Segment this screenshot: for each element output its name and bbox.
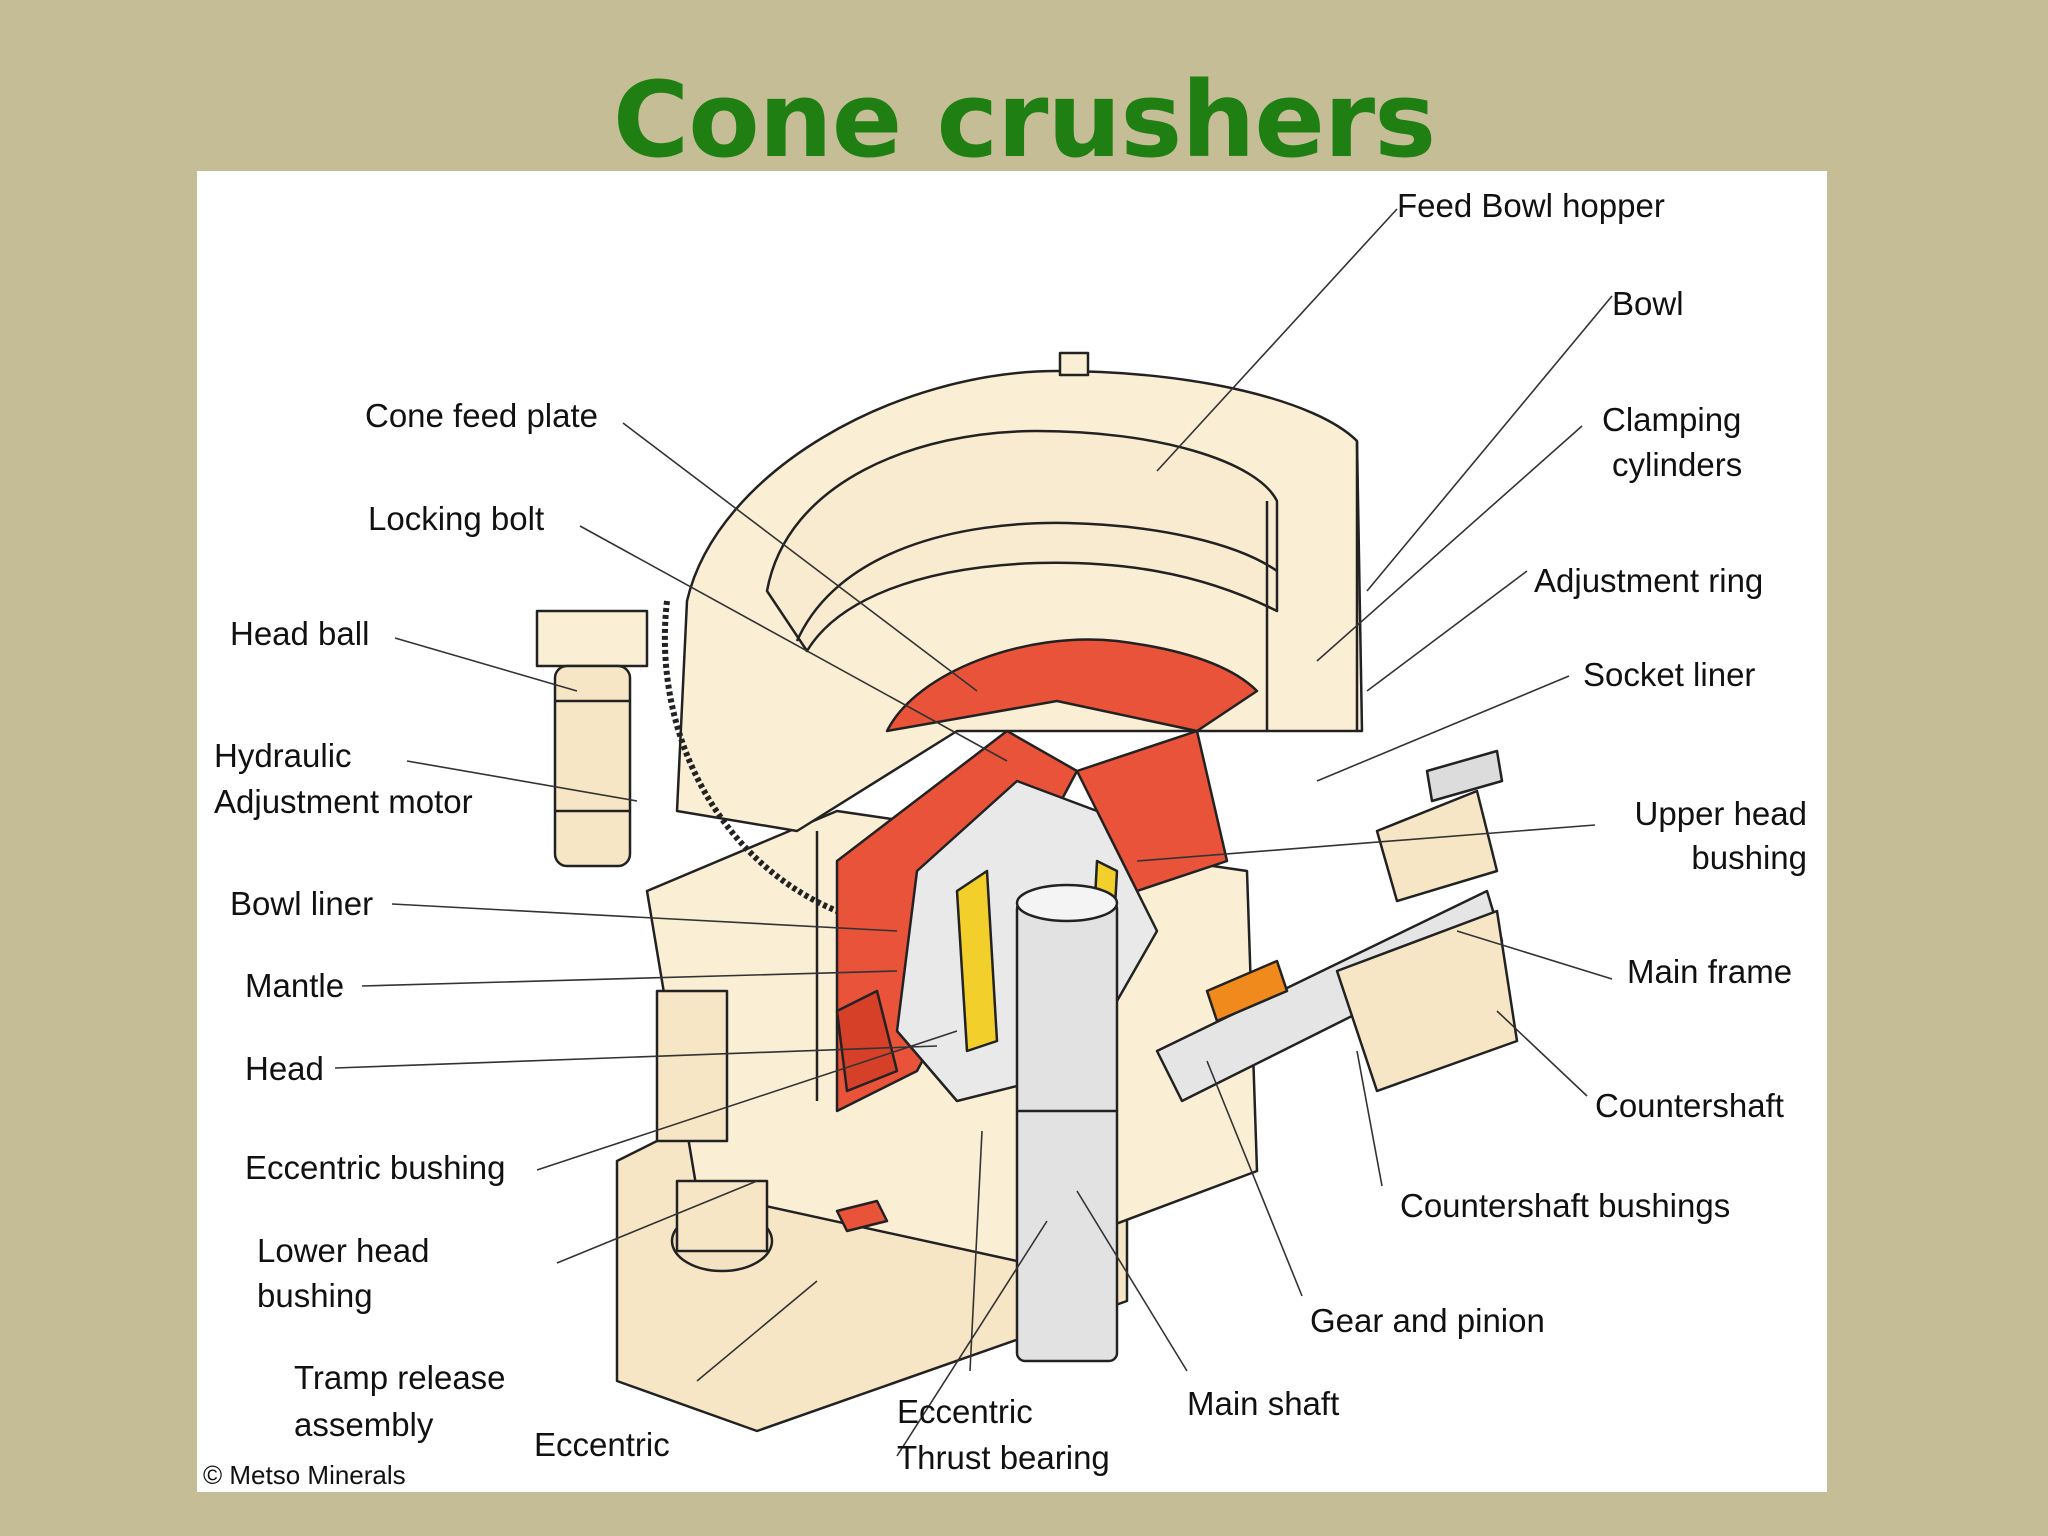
label-eccentric-thrust-bearing-line1: Eccentric — [897, 1393, 1033, 1430]
diagram-panel: Feed Bowl hopper Bowl Clamping cylinders… — [197, 171, 1827, 1492]
label-cone-feed-plate: Cone feed plate — [365, 397, 599, 434]
label-feed-bowl-hopper: Feed Bowl hopper — [1397, 187, 1665, 224]
label-bowl-liner: Bowl liner — [230, 885, 374, 922]
label-upper-head-bushing-line1: Upper head — [1634, 795, 1807, 832]
label-locking-bolt: Locking bolt — [368, 500, 545, 537]
slide-title: Cone crushers — [612, 59, 1436, 181]
label-eccentric: Eccentric — [534, 1426, 670, 1463]
cone-crusher-illustration — [334, 208, 1613, 1457]
label-gear-and-pinion: Gear and pinion — [1310, 1302, 1545, 1339]
motor-bracket — [535, 609, 649, 668]
main-shaft — [1015, 899, 1119, 1363]
eccentric-counterweight — [835, 1199, 889, 1233]
label-upper-head-bushing-line2: bushing — [1691, 839, 1807, 876]
label-countershaft: Countershaft — [1595, 1087, 1784, 1124]
label-clamping-cylinders-line2: cylinders — [1612, 446, 1743, 483]
label-lower-head-bushing-line2: bushing — [257, 1277, 373, 1314]
label-main-frame: Main frame — [1627, 953, 1793, 990]
label-socket-liner: Socket liner — [1583, 656, 1756, 693]
tramp-cylinder — [655, 989, 729, 1143]
eccentric-bushing — [955, 869, 999, 1053]
label-bowl: Bowl — [1612, 285, 1684, 322]
label-mantle: Mantle — [245, 967, 345, 1004]
label-head-ball: Head ball — [230, 615, 370, 652]
orange-pinion — [1205, 959, 1289, 1023]
label-tramp-release-assembly-line1: Tramp release — [294, 1359, 506, 1396]
label-hydraulic-adjustment-motor-line1: Hydraulic — [214, 737, 352, 774]
label-head: Head — [245, 1050, 324, 1087]
label-tramp-release-assembly-line2: assembly — [294, 1406, 434, 1443]
label-adjustment-ring: Adjustment ring — [1534, 562, 1764, 599]
leader-lines — [334, 208, 1613, 1457]
label-main-shaft: Main shaft — [1187, 1385, 1340, 1422]
label-countershaft-bushings: Countershaft bushings — [1400, 1187, 1731, 1224]
label-lower-head-bushing-line1: Lower head — [257, 1232, 430, 1269]
copyright-notice: © Metso Minerals — [203, 1460, 406, 1490]
label-hydraulic-adjustment-motor-line2: Adjustment motor — [214, 783, 473, 820]
countershaft-cover — [1375, 789, 1499, 903]
label-eccentric-bushing: Eccentric bushing — [245, 1149, 506, 1186]
hydraulic-motor — [553, 664, 632, 868]
label-eccentric-thrust-bearing-line2: Thrust bearing — [897, 1439, 1110, 1476]
countershaft-housing — [1335, 909, 1519, 1093]
label-clamping-cylinders-line1: Clamping — [1602, 401, 1742, 438]
feed-bowl-hopper — [765, 429, 1279, 653]
mantle-top — [885, 638, 1259, 733]
